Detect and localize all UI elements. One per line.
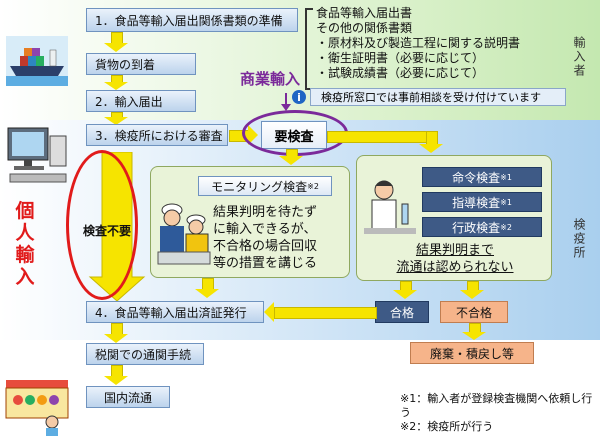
commercial-import-label: 商業輸入 xyxy=(240,70,301,88)
info-icon: i xyxy=(292,90,306,104)
computer-office-icon xyxy=(6,126,70,192)
pass-box: 合格 xyxy=(375,301,429,323)
monitoring-note: ※2 xyxy=(307,181,319,191)
monitoring-description: 結果判明を待たず に輸入できるが、 不合格の場合回収 等の措置を講じる xyxy=(213,204,317,272)
arrow-head xyxy=(419,144,443,153)
docs-bracket xyxy=(305,8,313,90)
arrow-head xyxy=(462,332,486,340)
arrow-head xyxy=(104,43,128,52)
arrow-head xyxy=(104,117,128,125)
arrow-head xyxy=(460,290,484,299)
ship-icon xyxy=(6,36,68,90)
docs-item: ・原材料及び製造工程に関する説明書 xyxy=(316,36,521,50)
monitoring-inspection-label: モニタリング検査※2 xyxy=(198,176,332,196)
arrow-head xyxy=(104,82,128,90)
scientist-icon xyxy=(364,178,416,240)
step-quarantine-review: 3．検疫所における審査 xyxy=(86,124,228,146)
personal-import-label: 個 人 輸 入 xyxy=(14,200,36,288)
arrow-head xyxy=(264,302,274,322)
personal-char: 輸 xyxy=(15,244,35,266)
inspection-note: ※1 xyxy=(500,197,512,207)
guidance-inspection: 指導検査※1 xyxy=(422,192,542,212)
arrow-head xyxy=(279,156,303,165)
hold-line: 結果判明まで xyxy=(415,243,494,258)
docs-item: ・試験成績書（必要に応じて） xyxy=(316,66,485,80)
footnotes: ※1：輸入者が登録検査機関へ依頼し行う ※2：検疫所が行う xyxy=(400,392,600,434)
hold-line: 流通は認められない xyxy=(396,260,514,275)
arrow-head xyxy=(104,334,128,343)
inspection-label: 行政検査 xyxy=(452,220,501,235)
inspection-note: ※2 xyxy=(500,222,512,232)
step-import-notification: 2．輸入届出 xyxy=(86,90,196,112)
disposal-box: 廃棄・積戻し等 xyxy=(410,342,534,364)
arrow-right-bar xyxy=(327,131,435,143)
monitoring-desc-line: 等の措置を講じる xyxy=(213,256,318,271)
side-label-importer: 輸入者 xyxy=(572,36,586,78)
fail-box: 不合格 xyxy=(440,301,508,323)
administrative-inspection: 行政検査※2 xyxy=(422,217,542,237)
inspection-note: ※1 xyxy=(500,172,512,182)
docs-list: 食品等輸入届出書 その他の関係書類 ・原材料及び製造工程に関する説明書 ・衛生証… xyxy=(316,6,520,81)
arrow-left-bar xyxy=(274,307,377,319)
side-label-quarantine: 検疫所 xyxy=(572,218,586,260)
step-arrival: 貨物の到着 xyxy=(86,53,196,75)
footnote: ※2：検疫所が行う xyxy=(400,420,494,433)
personal-char: 入 xyxy=(15,266,35,288)
arrow-head xyxy=(195,289,219,298)
personal-char: 個 xyxy=(15,200,35,222)
ordered-inspection: 命令検査※1 xyxy=(422,167,542,187)
docs-item: ・衛生証明書（必要に応じて） xyxy=(316,51,485,65)
purple-arrow xyxy=(285,93,287,105)
hold-text: 結果判明まで 流通は認められない xyxy=(380,242,530,276)
docs-title-2: その他の関係書類 xyxy=(316,21,413,35)
personal-highlight-ellipse xyxy=(66,150,138,300)
step-certificate-issued: 4．食品等輸入届出済証発行 xyxy=(86,301,264,323)
step-prepare-documents: 1．食品等輸入届出関係書類の準備 xyxy=(86,8,298,32)
shop-icon xyxy=(4,370,70,440)
monitoring-text: モニタリング検査 xyxy=(211,179,308,194)
arrow-head xyxy=(393,290,417,299)
inspector-icon xyxy=(156,200,212,270)
monitoring-desc-line: 不合格の場合回収 xyxy=(213,239,318,254)
consultation-note: 検疫所窓口では事前相談を受け付けています xyxy=(310,88,566,106)
arrow-head xyxy=(104,376,128,385)
step-customs: 税関での通関手続 xyxy=(86,343,204,365)
inspection-label: 指導検査 xyxy=(452,195,501,210)
purple-arrow-head xyxy=(281,104,291,111)
docs-title-1: 食品等輸入届出書 xyxy=(316,6,413,20)
monitoring-desc-line: 結果判明を待たず xyxy=(213,205,318,220)
footnote: ※1：輸入者が登録検査機関へ依頼し行う xyxy=(400,392,593,419)
personal-char: 人 xyxy=(15,222,35,244)
inspection-label: 命令検査 xyxy=(452,170,501,185)
step-domestic-distribution: 国内流通 xyxy=(86,386,170,408)
monitoring-desc-line: に輸入できるが、 xyxy=(213,222,317,237)
